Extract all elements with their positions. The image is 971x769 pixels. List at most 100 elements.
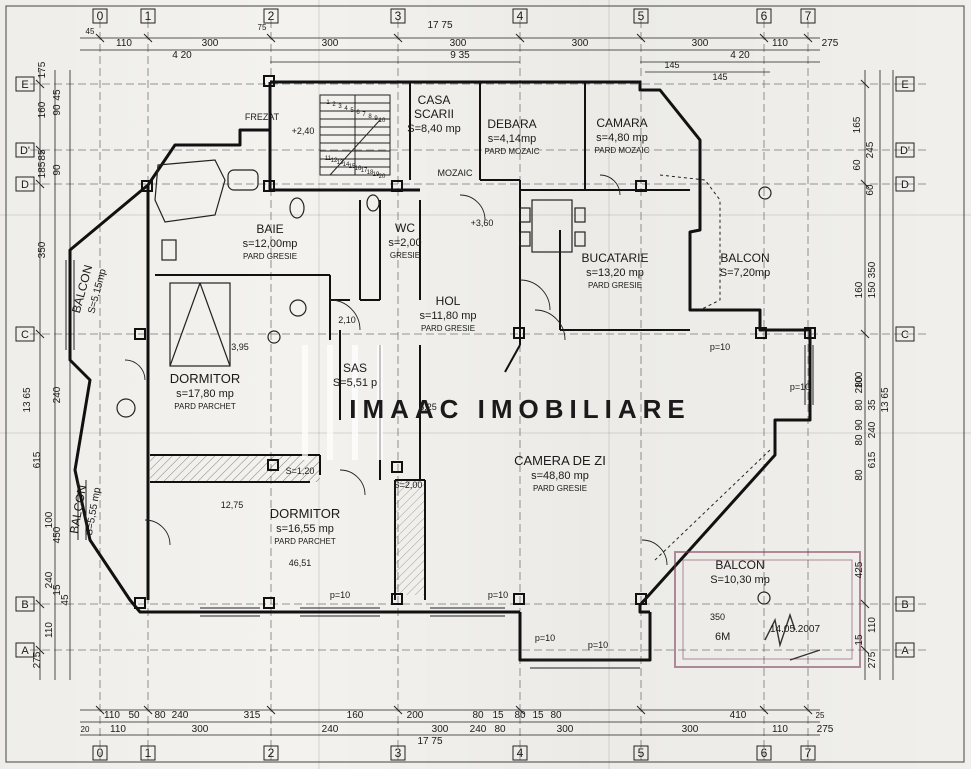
right-dimension: 90 [854, 419, 865, 431]
grid-column-label: 5 [638, 746, 645, 760]
storage-hatch [395, 480, 425, 595]
top-segment-dimension: 300 [692, 38, 709, 49]
grid-row-label: B [21, 599, 28, 611]
grid-column-label: 7 [805, 9, 812, 23]
bottom-segment-dimension: 110 [104, 710, 120, 721]
stamp-text: 6M [715, 631, 730, 643]
top-subtotal-dimension: 9 35 [450, 50, 470, 61]
grid-column-bubble [92, 745, 108, 761]
right-dimension: 100 [854, 371, 865, 388]
bottom-segment-dimension: 80 [550, 710, 562, 721]
grid-row-bubble [15, 642, 35, 658]
room-area: s=4,80 mp [596, 132, 648, 144]
bottom-segment-dimension: 240 [322, 724, 339, 735]
room-floor-finish: PARD GRESIE [421, 324, 475, 333]
watermark-logo [302, 345, 383, 460]
bottom-small-dimension: 20 [81, 725, 90, 734]
grid-column-label: 4 [517, 746, 524, 760]
bottom-segment-dimension: 300 [432, 724, 449, 735]
bottom-segment-dimension: 110 [772, 724, 788, 735]
left-dimension: 160 [37, 101, 48, 118]
room-name: DORMITOR [270, 506, 341, 521]
drawing-frame [5, 5, 965, 763]
room-area: S=10,30 mp [710, 574, 770, 586]
stair-step-number: 8 [368, 114, 372, 120]
grid-column-bubble [800, 8, 816, 24]
paper-fold [0, 432, 971, 434]
bottom-segment-dimension: 50 [128, 710, 140, 721]
room-floor-finish: PARD PARCHET [174, 402, 236, 411]
bottom-segment-dimension: 80 [494, 724, 506, 735]
room-area: s=17,80 mp [176, 388, 234, 400]
bottom-segment-dimension: 160 [347, 710, 364, 721]
top-left-dimension: 4 20 [172, 50, 192, 61]
grid-row-label: A [21, 645, 29, 657]
left-dimension: 240 [52, 386, 63, 403]
bottom-segment-dimension: 275 [817, 724, 834, 735]
grid-column-bubble [140, 8, 156, 24]
grid-column-bubble [390, 745, 406, 761]
floor-drains [116, 186, 772, 605]
room-area: S=8,40 mp [407, 123, 461, 135]
stamp-text: 14.05.2007 [770, 624, 820, 635]
grid-column-label: 0 [97, 746, 104, 760]
grid-column-bubble [512, 8, 528, 24]
stair-step-number: 3 [338, 104, 342, 110]
bottom-segment-dimension: 80 [472, 710, 484, 721]
grid-column-label: 0 [97, 9, 104, 23]
right-dimension: 80 [854, 469, 865, 481]
right-dimension: 350 [867, 261, 878, 278]
top-small-dimension: 145 [664, 60, 679, 70]
plan-annotation: p=10 [710, 342, 730, 352]
left-dimension: 15 [52, 584, 63, 596]
room-floor-finish: PARD MOZAIC [595, 146, 650, 155]
grid-row-label: D' [20, 145, 30, 157]
grid-row-bubble [15, 76, 35, 92]
grid-row-bubble [15, 142, 35, 158]
room-area: s=12,00mp [243, 238, 298, 250]
grid-row-bubble [15, 176, 35, 192]
left-dimension: 185 [37, 161, 48, 178]
grid-column-label: 2 [268, 746, 275, 760]
right-dimension: 160 [854, 281, 865, 298]
bottom-segment-dimension: 300 [192, 724, 209, 735]
room-name: SCARII [414, 107, 454, 121]
grid-column-bubble [633, 745, 649, 761]
plan-annotation: FREZAT [245, 112, 280, 122]
left-dimension: 240 [44, 571, 55, 588]
top-right-dimension: 4 20 [730, 50, 750, 61]
plan-annotation: 8,25 [419, 402, 437, 412]
top-segment-dimension: 275 [822, 38, 839, 49]
top-small-dimension: 75 [258, 23, 267, 32]
bottom-segment-dimension: 80 [514, 710, 526, 721]
right-dimension: 615 [867, 451, 878, 468]
grid-row-bubble [895, 76, 915, 92]
room-floor-finish: PARD GRESIE [243, 252, 297, 261]
stair-step-number: 20 [379, 174, 386, 180]
kitchen-table [519, 199, 586, 253]
room-name: BALCON [715, 558, 764, 572]
grid-column-bubble [92, 8, 108, 24]
stair-step-number: 16 [355, 166, 362, 172]
room-area: S=5,51 p [333, 377, 377, 389]
stair-step-number: 10 [379, 118, 386, 124]
left-dimension: 450 [52, 526, 63, 543]
grid-row-bubble [895, 326, 915, 342]
right-dimension: 80 [854, 434, 865, 446]
grid-column-label: 2 [268, 9, 275, 23]
grid-column-bubble [633, 8, 649, 24]
grid-column-label: 1 [145, 746, 152, 760]
room-name: DEBARA [487, 117, 536, 131]
right-dimension: 150 [867, 281, 878, 298]
grid-column-bubble [756, 8, 772, 24]
stair-step-number: 2 [332, 102, 336, 108]
bottom-segment-dimension: 315 [244, 710, 261, 721]
top-segment-dimension: 300 [450, 38, 467, 49]
stair-step-number: 9 [374, 116, 378, 122]
top-total-dimension: 17 75 [427, 20, 452, 31]
stair-step-number: 6 [356, 110, 360, 116]
room-area: s=11,80 mp [420, 310, 477, 322]
stair-step-number: 19 [373, 172, 380, 178]
stair-step-number: 7 [362, 112, 366, 118]
room-name: BUCATARIE [582, 251, 649, 265]
